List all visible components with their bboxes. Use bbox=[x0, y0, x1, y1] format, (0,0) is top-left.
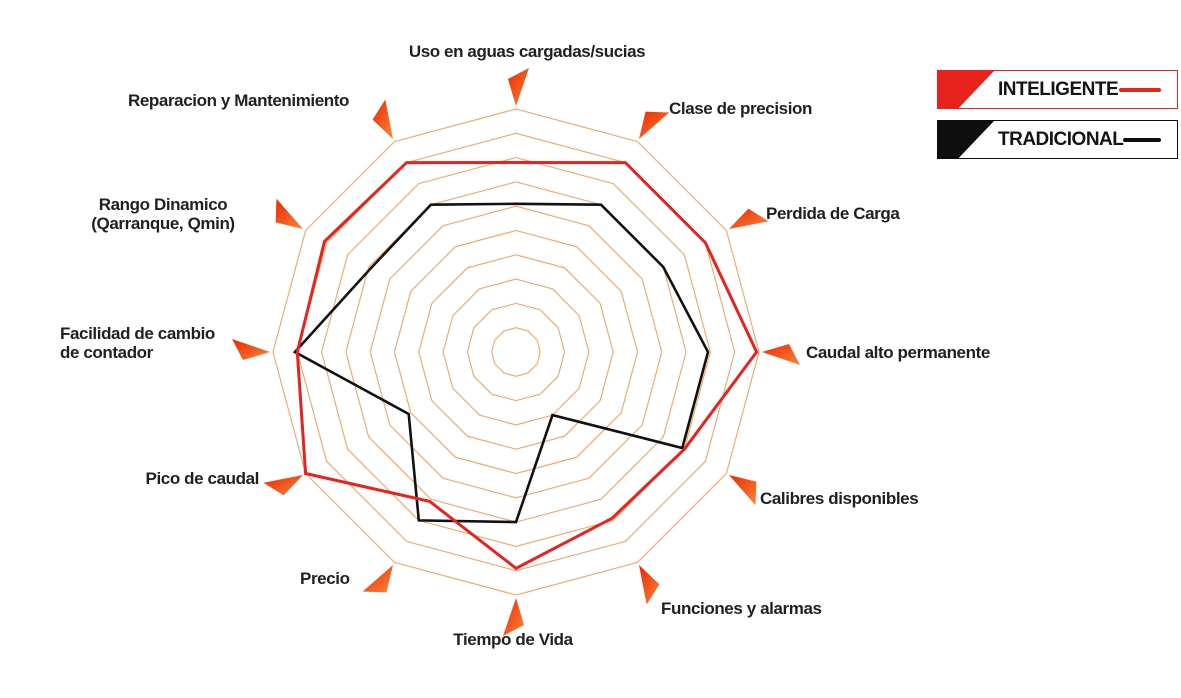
grid-ring-10 bbox=[272, 108, 760, 596]
grid-ring-9 bbox=[296, 132, 736, 572]
axis-label-rango-dinamico: Rango Dinamico (Qarranque, Qmin) bbox=[91, 195, 235, 234]
grid-ring-6 bbox=[369, 205, 663, 499]
series-line-tradicional bbox=[292, 202, 710, 524]
axis-arrow-icon bbox=[275, 198, 303, 229]
axis-label-perdida-de-carga: Perdida de Carga bbox=[766, 204, 900, 223]
axis-label-facilidad-cambio: Facilidad de cambio de contador bbox=[60, 324, 215, 363]
axis-arrows bbox=[232, 68, 800, 636]
axis-arrow-icon bbox=[729, 208, 769, 229]
grid-ring-8 bbox=[321, 157, 711, 547]
inteligente-line-sample-icon bbox=[1119, 87, 1161, 92]
grid-ring-2 bbox=[466, 302, 566, 402]
series-line-inteligente bbox=[295, 160, 759, 571]
grid-ring-3 bbox=[442, 278, 590, 426]
axis-label-caudal-alto: Caudal alto permanente bbox=[806, 343, 990, 362]
legend-item-tradicional: TRADICIONAL bbox=[937, 120, 1178, 159]
axis-arrow-icon bbox=[232, 339, 270, 360]
axis-label-reparacion: Reparacion y Mantenimiento bbox=[128, 91, 350, 110]
axis-arrow-icon bbox=[362, 565, 393, 593]
legend-item-inteligente: INTELIGENTE bbox=[937, 70, 1178, 109]
tradicional-flag-icon bbox=[938, 121, 994, 158]
grid-ring-5 bbox=[393, 229, 639, 475]
axis-arrow-icon bbox=[729, 475, 757, 506]
axis-label-precio: Precio bbox=[300, 569, 350, 588]
legend-label-inteligente: INTELIGENTE bbox=[998, 78, 1119, 100]
grid-ring-1 bbox=[491, 327, 541, 377]
grid-ring-4 bbox=[418, 254, 614, 450]
axis-arrow-icon bbox=[508, 68, 529, 106]
legend: INTELIGENTE TRADICIONAL bbox=[937, 70, 1178, 159]
axis-label-tiempo-de-vida: Tiempo de Vida bbox=[453, 630, 573, 649]
axis-arrow-icon bbox=[372, 99, 393, 139]
axis-arrow-icon bbox=[639, 111, 670, 139]
inteligente-flag-icon bbox=[938, 71, 994, 108]
grid-ring-7 bbox=[345, 181, 687, 523]
axis-label-clase-de-precision: Clase de precision bbox=[669, 99, 813, 118]
legend-label-tradicional: TRADICIONAL bbox=[998, 128, 1124, 150]
axis-label-uso-en-aguas: Uso en aguas cargadas/sucias bbox=[408, 42, 646, 61]
axis-arrow-icon bbox=[639, 565, 660, 605]
axis-arrow-icon bbox=[503, 598, 524, 636]
axis-label-funciones-alarmas: Funciones y alarmas bbox=[661, 599, 822, 618]
axis-label-pico-de-caudal: Pico de caudal bbox=[145, 469, 260, 488]
tradicional-line-sample-icon bbox=[1123, 137, 1161, 142]
axis-label-calibres: Calibres disponibles bbox=[760, 489, 919, 508]
axis-arrow-icon bbox=[263, 475, 303, 496]
axis-arrow-icon bbox=[762, 344, 800, 365]
